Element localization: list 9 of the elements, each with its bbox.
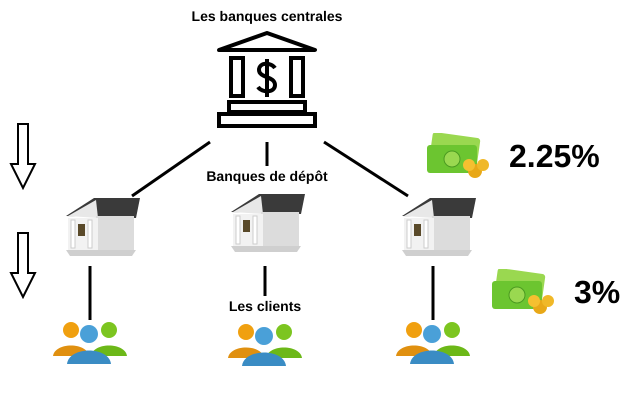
rate-value: 3%: [574, 276, 620, 308]
connector-line: [323, 140, 409, 198]
rate-value: 2.25%: [509, 140, 600, 172]
connector-line: [131, 140, 211, 198]
node-title: Banques de dépôt: [204, 166, 330, 186]
connector-line: [432, 266, 434, 320]
connector-line: [266, 142, 268, 168]
connector-line: [264, 266, 266, 298]
connector-line: [88, 266, 92, 320]
